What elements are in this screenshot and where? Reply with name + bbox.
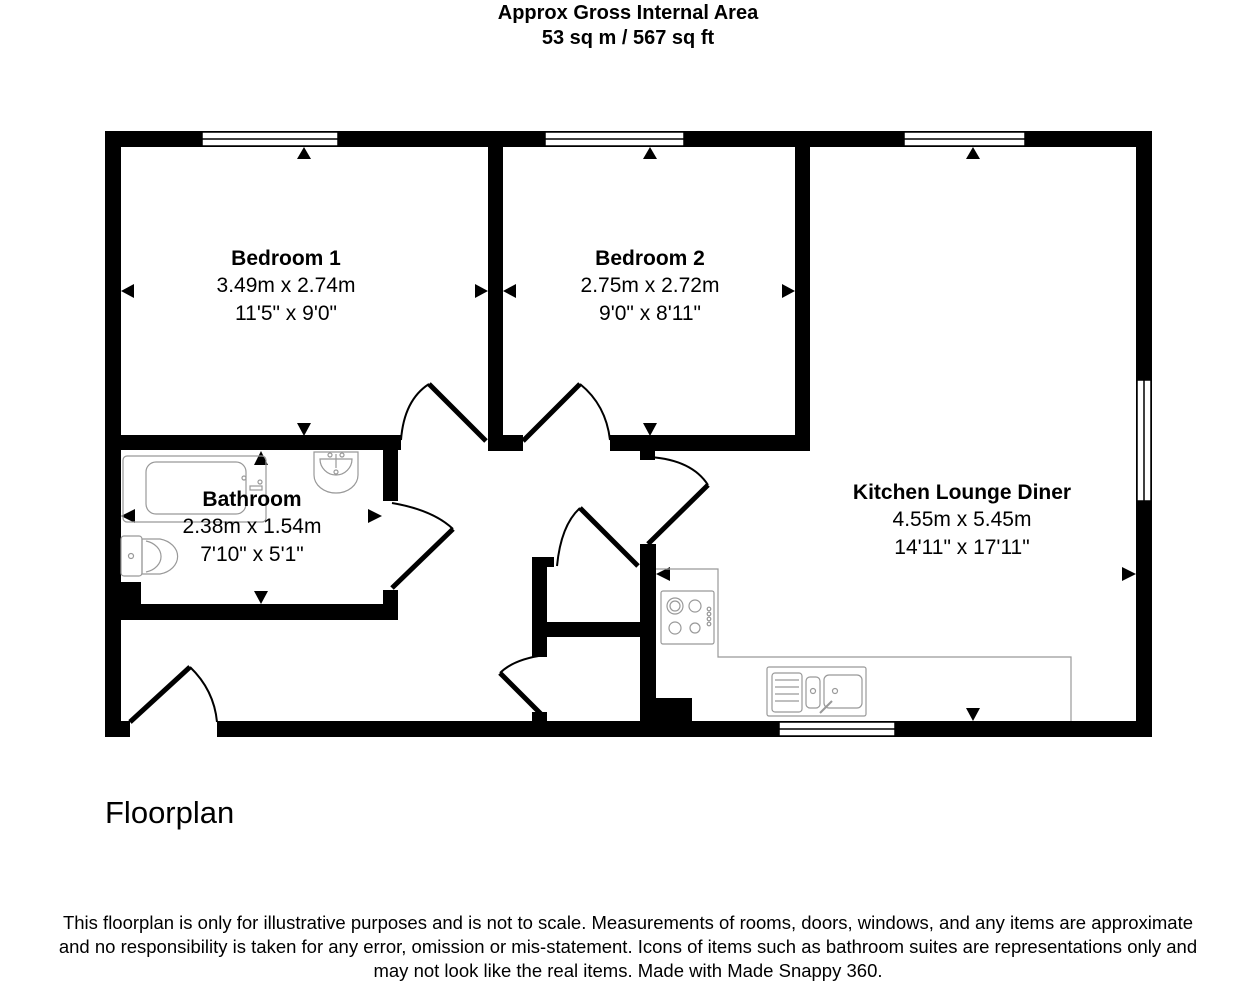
washbasin-icon: [313, 451, 359, 494]
room-bedroom-2: Bedroom 2 2.75m x 2.72m 9'0" x 8'11": [550, 245, 750, 328]
room-metric: 3.49m x 2.74m: [216, 274, 356, 297]
room-imperial: 14'11" x 17'11": [894, 536, 1030, 559]
walls: [105, 131, 1152, 737]
disclaimer: This floorplan is only for illustrative …: [0, 911, 1256, 983]
area-title: Approx Gross Internal Area: [497, 2, 759, 24]
room-kitchen-lounge-diner: Kitchen Lounge Diner 4.55m x 5.45m 14'11…: [812, 479, 1112, 562]
room-name: Bedroom 2: [595, 247, 705, 270]
room-imperial: 9'0" x 8'11": [599, 302, 701, 325]
disclaimer-line: and no responsibility is taken for any e…: [58, 936, 1198, 957]
room-metric: 2.38m x 1.54m: [182, 515, 322, 538]
sink-icon: [766, 666, 867, 717]
room-bathroom: Bathroom 2.38m x 1.54m 7'10" x 5'1": [152, 486, 352, 569]
disclaimer-line: This floorplan is only for illustrative …: [62, 912, 1194, 933]
room-bedroom-1: Bedroom 1 3.49m x 2.74m 11'5" x 9'0": [186, 245, 386, 328]
room-imperial: 11'5" x 9'0": [235, 302, 337, 325]
room-name: Bathroom: [202, 488, 302, 511]
room-name: Bedroom 1: [231, 247, 341, 270]
floor-title: Floorplan: [105, 795, 235, 830]
disclaimer-line: may not look like the real items. Made w…: [373, 960, 883, 981]
toilet-icon: [120, 535, 179, 577]
room-name: Kitchen Lounge Diner: [852, 481, 1072, 504]
hob-icon: [660, 590, 715, 645]
kitchen-counter: [656, 568, 1072, 721]
windows: [201, 131, 1152, 737]
doors: [128, 382, 710, 724]
room-imperial: 7'10" x 5'1": [200, 543, 304, 566]
room-metric: 4.55m x 5.45m: [892, 508, 1032, 531]
area-header: Approx Gross Internal Area 53 sq m / 567…: [0, 0, 1256, 51]
area-value: 53 sq m / 567 sq ft: [541, 27, 715, 49]
bath-icon: [122, 455, 267, 523]
room-metric: 2.75m x 2.72m: [580, 274, 720, 297]
dimension-arrows: [121, 147, 1136, 721]
